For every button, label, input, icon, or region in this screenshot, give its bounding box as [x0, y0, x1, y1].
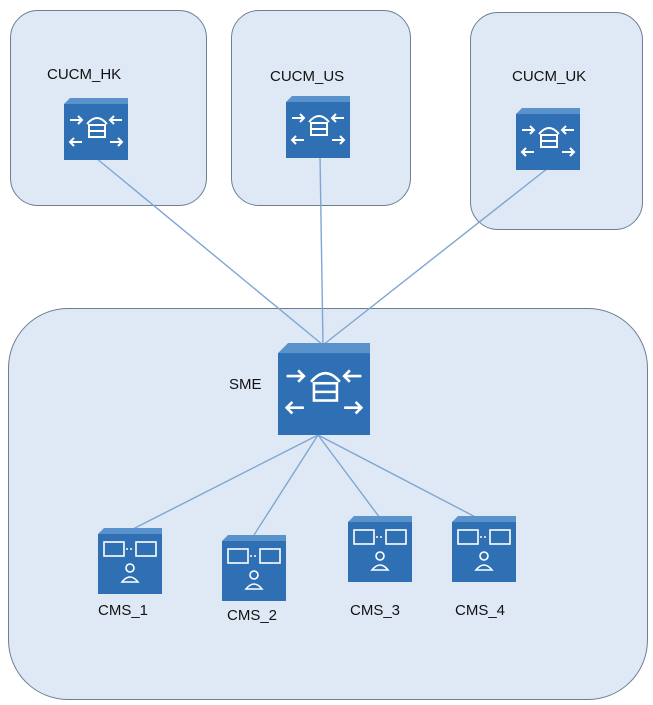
- link-sme-cms2: [253, 434, 319, 536]
- link-hk-sme: [95, 157, 324, 346]
- cms-label-4: CMS_4: [455, 602, 506, 619]
- sme-call-manager-icon: [278, 343, 370, 440]
- cms-server-icon-2: [222, 535, 286, 606]
- cms-server-icon-4: [452, 516, 516, 587]
- link-sme-cms3: [317, 434, 384, 523]
- cms-server-icon-1: [98, 528, 162, 599]
- link-us-sme: [319, 155, 324, 346]
- cms-server-icon-3: [348, 516, 412, 587]
- cluster-label-cucm-us: CUCM_US: [270, 68, 345, 85]
- call-manager-icon-us: [286, 96, 350, 163]
- call-manager-icon-uk: [516, 108, 580, 175]
- link-uk-sme: [322, 167, 549, 346]
- cluster-label-cucm-hk: CUCM_HK: [47, 66, 122, 83]
- link-sme-cms4: [317, 434, 486, 523]
- cms-label-2: CMS_2: [227, 607, 278, 624]
- sme-label: SME: [229, 376, 262, 393]
- cms-label-3: CMS_3: [350, 602, 401, 619]
- cluster-label-cucm-uk: CUCM_UK: [512, 68, 587, 85]
- link-sme-cms1: [130, 434, 319, 531]
- call-manager-icon-hk: [64, 98, 128, 165]
- cms-label-1: CMS_1: [98, 602, 149, 619]
